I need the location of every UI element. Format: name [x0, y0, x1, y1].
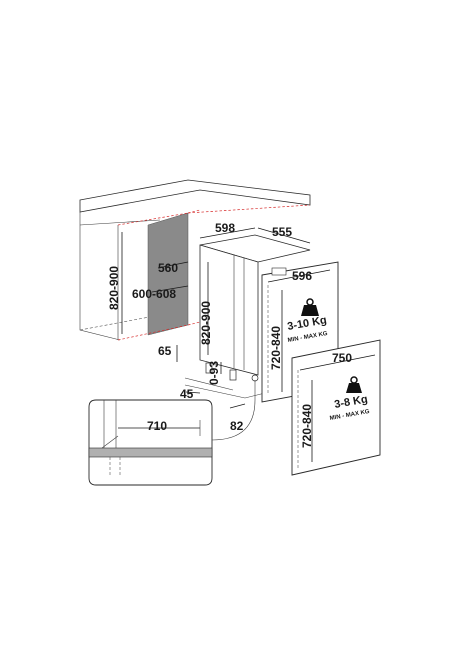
dimension-arrows — [121, 227, 376, 462]
weight-icon — [301, 298, 319, 316]
door2-weight-range: 3-8 Kg — [333, 393, 368, 411]
left-cabinet — [79, 225, 161, 341]
door-panel-2 — [291, 339, 381, 476]
appliance-height-label: 820-900 — [199, 301, 213, 345]
weight-icon — [346, 376, 362, 393]
guide-lines — [117, 204, 311, 341]
door2-width-label: 750 — [332, 351, 352, 365]
plinth-height-label: 65 — [158, 344, 172, 358]
appliance-depth-label: 555 — [272, 225, 292, 239]
appliance-width-label: 598 — [215, 221, 235, 235]
detail-inset — [88, 380, 256, 486]
foot-adjust-label: 0-93 — [207, 361, 221, 385]
niche-width-label: 600-608 — [132, 287, 176, 301]
cabinet-height-label: 820-900 — [107, 266, 121, 310]
door-height-label: 720-840 — [269, 326, 283, 370]
door2-height-label: 720-840 — [300, 404, 314, 448]
dishwasher-feet — [184, 362, 266, 399]
niche-depth-label: 560 — [158, 261, 178, 275]
countertop — [79, 179, 311, 226]
detail-width-label: 710 — [147, 419, 167, 433]
plinth-depth-label: 45 — [180, 387, 194, 401]
dishwasher-body — [199, 234, 311, 376]
plinth-offset-label: 82 — [230, 419, 244, 433]
door-width-label: 596 — [292, 269, 312, 283]
